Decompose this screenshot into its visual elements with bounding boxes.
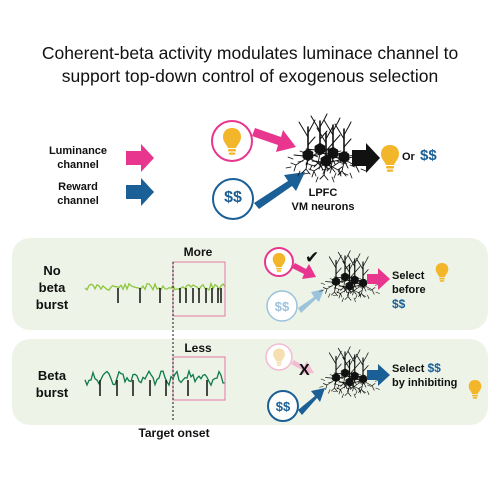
- target-onset-label: Target onset: [138, 426, 210, 440]
- faded-luminance-arrow: [291, 360, 314, 374]
- before-text: before: [392, 284, 426, 296]
- luminance-channel-label: Luminance channel: [38, 144, 118, 172]
- reward-circle-panel2: [267, 390, 299, 422]
- by-inhibiting-text: by inhibiting: [392, 377, 458, 389]
- reward-legend-arrow: [126, 178, 154, 206]
- luminance-label-line2: channel: [57, 159, 99, 171]
- select-line2-panel1: before $$: [392, 283, 442, 312]
- faded-reward-symbol: $$: [274, 299, 290, 314]
- luminance-label-line1: Luminance: [48, 145, 108, 157]
- reward-label-line2: channel: [57, 195, 99, 207]
- lpfc-label: LPFC VM neurons: [278, 186, 368, 214]
- select-line1-panel2: Select $$: [392, 361, 482, 376]
- reward-label-line1: Reward: [58, 181, 98, 193]
- select-arrow-panel1: [367, 268, 390, 290]
- less-label: Less: [184, 341, 212, 355]
- title-line-2: support top-down control of exogenous se…: [61, 66, 439, 86]
- select-line1-panel1: Select: [392, 270, 425, 282]
- output-arrow: [352, 143, 380, 173]
- trace-no-beta: [84, 281, 226, 303]
- reward-symbol-panel2: $$: [275, 399, 291, 414]
- select-arrow-panel2: [367, 364, 390, 386]
- select-reward-symbol-panel2: $$: [427, 361, 441, 375]
- x-mark-icon: X: [299, 362, 310, 379]
- no-beta-label-line3: burst: [35, 297, 69, 312]
- beta-label-line2: burst: [35, 385, 69, 400]
- reward-circle: [212, 178, 254, 220]
- luminance-arrow: [252, 128, 296, 152]
- luminance-arrow-panel1: [292, 263, 316, 279]
- reward-arrow: [254, 172, 305, 209]
- luminance-legend-arrow: [126, 144, 154, 172]
- reward-channel-label: Reward channel: [38, 180, 118, 208]
- trace-beta: [84, 368, 226, 396]
- or-reward-symbol: $$: [420, 147, 437, 164]
- before-reward-symbol: $$: [392, 297, 406, 311]
- no-beta-burst-label: No beta burst: [22, 262, 82, 313]
- select-text-panel2: Select: [392, 363, 425, 375]
- no-beta-label-line2: beta: [38, 280, 66, 295]
- select-label-panel1: Select before $$: [392, 269, 442, 312]
- faded-reward-circle: [266, 290, 298, 322]
- faded-reward-arrow: [298, 289, 324, 313]
- no-beta-label-line1: No: [43, 263, 61, 278]
- panel-beta-burst: [12, 339, 488, 425]
- check-mark-icon: ✔: [305, 248, 320, 267]
- more-label: More: [183, 245, 213, 259]
- more-box: [172, 261, 226, 317]
- lpfc-neurons-icon: [286, 114, 366, 182]
- output-bulb-icon: [381, 145, 399, 172]
- select-label-panel2: Select $$ by inhibiting: [392, 361, 482, 390]
- beta-burst-label: Beta burst: [22, 367, 82, 401]
- lpfc-label-line1: LPFC: [308, 187, 338, 199]
- lpfc-label-line2: VM neurons: [291, 201, 355, 213]
- or-text: Or: [402, 151, 415, 163]
- reward-arrow-panel2: [298, 388, 325, 415]
- beta-label-line1: Beta: [37, 368, 67, 383]
- title-line-1: Coherent-beta activity modulates luminac…: [41, 43, 459, 63]
- reward-symbol: $$: [224, 189, 242, 206]
